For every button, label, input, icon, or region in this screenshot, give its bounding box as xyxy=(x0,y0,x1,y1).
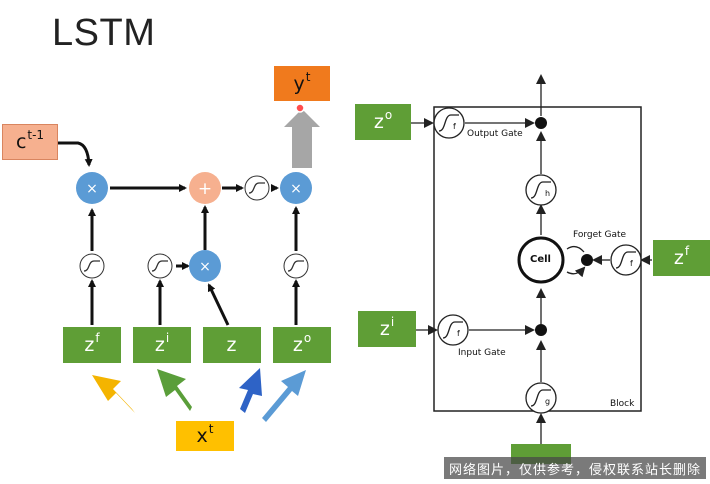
svg-text:f: f xyxy=(457,329,460,338)
tanh-node xyxy=(244,175,270,201)
block-label: Block xyxy=(610,399,635,409)
svg-text:f: f xyxy=(630,259,633,268)
yt-output-arrow xyxy=(284,109,320,168)
output-multiply-dot xyxy=(535,117,547,129)
svg-text:g: g xyxy=(545,397,550,406)
cell-label: Cell xyxy=(530,254,551,265)
input-gate-label: Input Gate xyxy=(458,348,506,358)
forget-gate-f-node: f xyxy=(610,244,642,276)
svg-text:h: h xyxy=(545,189,550,198)
svg-text:×: × xyxy=(199,259,211,275)
xt-arrow-to-z xyxy=(239,368,262,413)
xt-arrow-to-zi xyxy=(157,369,192,411)
input-multiply-dot xyxy=(535,324,547,336)
sigmoid-node-o xyxy=(283,253,309,279)
z-box-left: z xyxy=(203,327,261,363)
forget-loop-top xyxy=(566,245,585,253)
cell-node xyxy=(517,236,565,284)
svg-text:×: × xyxy=(290,181,302,197)
input-gate-f-node: f xyxy=(437,314,469,346)
g-activation-node: g xyxy=(525,382,557,414)
sigmoid-node-i xyxy=(147,253,173,279)
ct1-to-forget-mult-arrow xyxy=(56,141,93,167)
forget-loop-bottom xyxy=(566,266,586,278)
page-title: LSTM xyxy=(52,12,156,54)
svg-text:+: + xyxy=(198,179,212,199)
svg-text:f: f xyxy=(453,122,456,131)
watermark-banner: 网络图片，仅供参考，侵权联系站长删除 xyxy=(444,457,706,479)
forget-gate-label: Forget Gate xyxy=(573,230,627,240)
sigmoid-node-f xyxy=(79,253,105,279)
h-activation-node: h xyxy=(525,174,557,206)
input-multiply-node: × xyxy=(189,250,221,282)
output-gate-f-node: f xyxy=(433,107,465,139)
forget-multiply-dot xyxy=(581,254,593,266)
xt-arrow-to-zf xyxy=(92,375,135,413)
output-gate-label: Output Gate xyxy=(467,129,523,139)
add-node: + xyxy=(189,172,221,204)
yt-marker-dot xyxy=(295,103,305,113)
output-multiply-node: × xyxy=(280,172,312,204)
forget-multiply-node: × xyxy=(76,172,108,204)
svg-text:×: × xyxy=(86,181,98,197)
xt-arrow-to-zo xyxy=(262,370,306,422)
z-to-input-mult-arrow xyxy=(207,283,230,326)
